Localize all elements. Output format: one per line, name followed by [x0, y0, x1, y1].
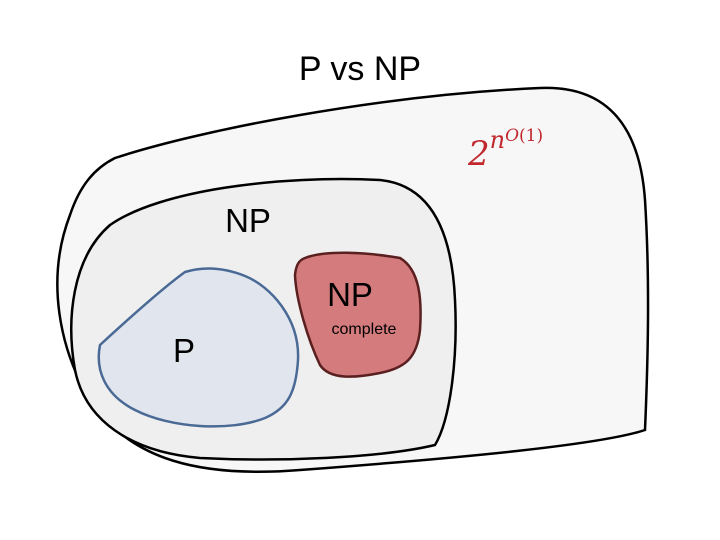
exp-arg: (1)	[519, 126, 543, 146]
exp-o: O	[505, 126, 519, 146]
p-region	[97, 267, 300, 428]
p-label: P	[173, 332, 195, 369]
np-complete-label-line1: NP	[327, 276, 373, 313]
np-complete-region	[293, 251, 422, 378]
exp-base: 2	[467, 134, 490, 174]
np-complete-label-line2: complete	[332, 321, 397, 338]
exp-n: n	[490, 126, 505, 154]
exp-class-label: 2nO(1)	[467, 126, 543, 174]
np-label: NP	[225, 202, 271, 239]
diagram-title: P vs NP	[299, 50, 421, 88]
